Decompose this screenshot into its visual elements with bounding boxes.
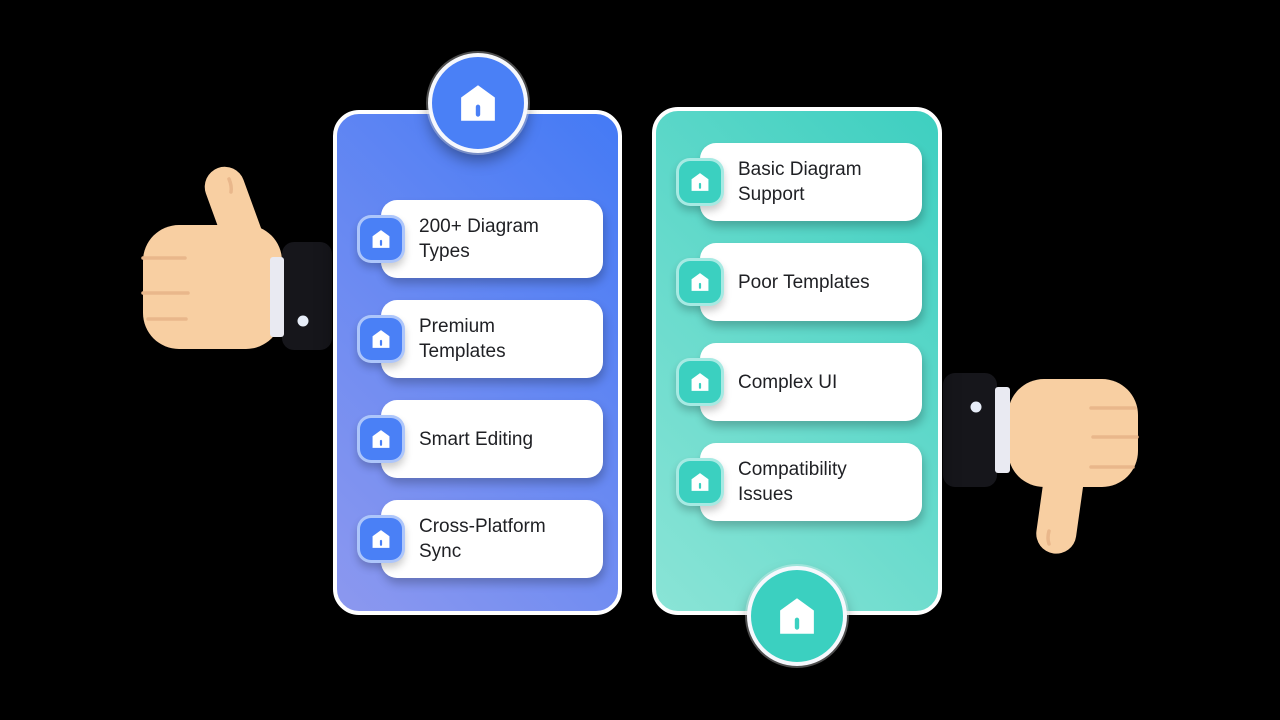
cons-panel: Basic Diagram Support Poor Templates Com… — [652, 107, 942, 666]
feature-label: 200+ Diagram Types — [419, 216, 539, 262]
thumbs-up-illustration — [141, 166, 332, 350]
home-icon — [691, 373, 709, 391]
home-icon-chip — [676, 158, 724, 206]
home-icon — [780, 598, 814, 634]
home-icon — [372, 230, 390, 248]
home-icon — [691, 173, 709, 191]
home-icon — [691, 473, 709, 491]
home-icon-chip — [357, 315, 405, 363]
cons-panel-badge — [747, 566, 847, 666]
issue-label: Compatibility Issues — [738, 459, 847, 505]
feature-label: Premium Templates — [419, 316, 506, 362]
home-icon — [372, 330, 390, 348]
cons-card-list: Basic Diagram Support Poor Templates Com… — [676, 143, 922, 521]
issue-label: Poor Templates — [738, 271, 870, 293]
feature-label: Cross-Platform Sync — [419, 516, 546, 562]
home-icon — [460, 85, 495, 121]
feature-card: 200+ Diagram Types — [357, 200, 603, 278]
home-icon-chip — [357, 415, 405, 463]
pros-panel: 200+ Diagram Types Premium Templates Sma… — [333, 53, 622, 615]
issue-card: Compatibility Issues — [676, 443, 922, 521]
pros-card-list: 200+ Diagram Types Premium Templates Sma… — [357, 200, 603, 578]
feature-card: Premium Templates — [357, 300, 603, 378]
pros-panel-badge — [427, 53, 528, 153]
feature-card: Cross-Platform Sync — [357, 500, 603, 578]
home-icon-chip — [676, 458, 724, 506]
thumbs-down-illustration — [943, 373, 1139, 554]
feature-label: Smart Editing — [419, 428, 534, 450]
home-icon-chip — [357, 515, 405, 563]
issue-card: Basic Diagram Support — [676, 143, 922, 221]
issue-card: Complex UI — [676, 343, 922, 421]
home-icon — [372, 530, 390, 548]
issue-label: Basic Diagram Support — [738, 159, 862, 205]
home-icon — [691, 273, 709, 291]
issue-label: Complex UI — [738, 371, 838, 393]
home-icon-chip — [676, 258, 724, 306]
feature-card: Smart Editing — [357, 400, 603, 478]
home-icon — [372, 430, 390, 448]
home-icon-chip — [357, 215, 405, 263]
home-icon-chip — [676, 358, 724, 406]
issue-card: Poor Templates — [676, 243, 922, 321]
